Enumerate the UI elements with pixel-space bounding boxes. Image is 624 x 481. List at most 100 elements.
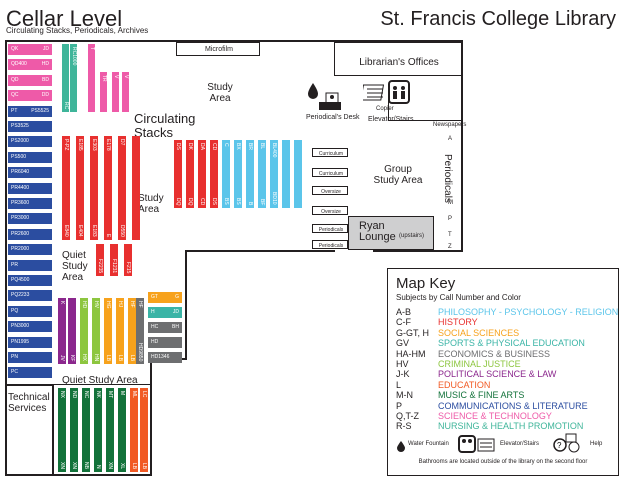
stack-shelf: PR3600: [8, 198, 52, 209]
stack-shelf: PC: [8, 367, 52, 379]
stack-shelf: PS2000: [8, 136, 52, 148]
ryan-lounge: Ryan Lounge (upstairs): [348, 216, 434, 250]
stack-shelf: HD: [148, 337, 182, 348]
stack-shelf: PN3000: [8, 321, 52, 333]
stack-shelf: PR6040: [8, 167, 52, 179]
stack-shelf: V: [122, 72, 129, 112]
help-icon: ?: [552, 433, 588, 458]
stack-shelf: PS500: [8, 151, 52, 163]
circulating-stacks-label: Circulating Stacks: [134, 111, 196, 140]
copier-label: Copier: [376, 106, 394, 112]
stack-shelf: F215: [124, 244, 132, 276]
stack-shelf: PR4400: [8, 182, 52, 194]
stack-shelf: PS3525: [8, 121, 52, 132]
periodical-letter: A: [448, 136, 453, 142]
key-code: P: [396, 400, 403, 411]
elevator-label: Elevator/Stairs: [368, 116, 414, 123]
key-code: C-F: [396, 317, 411, 328]
periodical-letter: M: [448, 200, 453, 206]
stack-shelf: PQ4500: [8, 275, 52, 286]
stack-shelf: HD1346: [148, 352, 182, 363]
key-subject: HISTORY: [438, 317, 478, 328]
stack-shelf: PR3000: [8, 213, 52, 225]
stack-shelf: PR2600: [8, 228, 52, 240]
key-code: GV: [396, 338, 410, 349]
key-subject: COMMUNICATIONS & LITERATURE: [438, 400, 588, 411]
key-subject: SPORTS & PHYSICAL EDUCATION: [438, 338, 585, 349]
stack-shelf: PR2000: [8, 244, 52, 256]
key-code: R-S: [396, 421, 412, 432]
stack-shelf: KF: [68, 298, 76, 364]
page-subtitle: Circulating Stacks, Periodicals, Archive…: [6, 26, 149, 35]
key-subject: MUSIC & FINE ARTS: [438, 390, 525, 401]
key-code: G-GT, H: [396, 327, 429, 338]
key-subject: POLITICAL SCIENCE & LAW: [438, 369, 557, 380]
stack-shelf: F1231: [110, 244, 118, 276]
stack-shelf: [294, 140, 302, 208]
stack-shelf: [282, 140, 290, 208]
water-fountain-label: Water Fountain: [408, 441, 449, 447]
periodicals-label: Periodicals: [442, 154, 453, 203]
stack-shelf: [132, 136, 140, 240]
periodical-letter: Z: [448, 244, 452, 250]
stairs-icon: [360, 82, 387, 107]
stack-shelf: T: [88, 44, 95, 112]
key-subject: SCIENCE & TECHNOLOGY: [438, 411, 552, 421]
stack-shelf: PN1995: [8, 336, 52, 348]
library-name: St. Francis College Library: [380, 8, 616, 30]
quiet-study-label: Quiet Study Area: [62, 250, 88, 283]
quiet-study-area-bottom: Quiet Study Area: [62, 375, 138, 386]
key-subject: PHILOSOPHY - PSYCHOLOGY - RELIGION: [438, 307, 619, 317]
periodicals-desk-label: Periodical's Desk: [306, 114, 360, 121]
key-title: Map Key: [396, 275, 456, 292]
stack-shelf: RC: [62, 44, 69, 112]
librarians-offices: Librarian's Offices: [334, 42, 462, 76]
key-code: HA-HM: [396, 348, 426, 359]
key-code: A-B: [396, 307, 412, 317]
stack-shelf: F2235: [96, 244, 104, 276]
key-subject: ECONOMICS & BUSINESS: [438, 348, 551, 359]
elevator-key-label: Elevator/Stairs: [500, 441, 540, 447]
key-subject: EDUCATION: [438, 379, 491, 390]
stack-shelf: PQ: [8, 305, 52, 317]
key-code: HV: [396, 359, 409, 369]
svg-text:?: ?: [557, 441, 562, 450]
key-subject: NURSING & HEALTH PROMOTION: [438, 421, 584, 432]
key-code: J-K: [396, 369, 410, 380]
key-code: L: [396, 379, 402, 390]
newspapers-label: Newspapers: [433, 122, 467, 128]
microfilm-room: Microfilm: [176, 42, 260, 56]
key-code: M-N: [396, 390, 413, 401]
bathrooms-note: Bathrooms are located outside of the lib…: [418, 459, 588, 465]
key-subtitle: Subjects by Call Number and Color: [396, 293, 521, 302]
